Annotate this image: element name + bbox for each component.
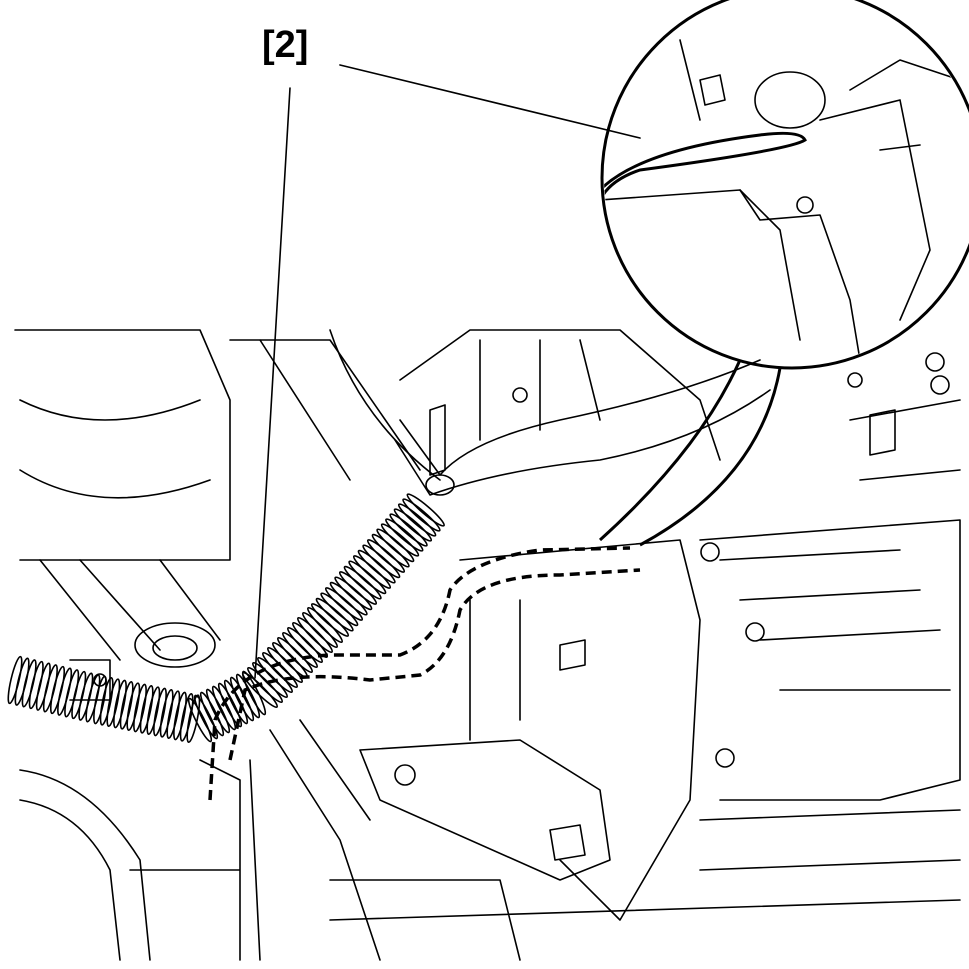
conduit-rib bbox=[241, 670, 267, 716]
conduit-rib bbox=[301, 611, 339, 649]
conduit-rib bbox=[281, 631, 319, 669]
conduit-rib bbox=[113, 679, 127, 729]
conduit-rib bbox=[362, 544, 401, 579]
conduit-rib bbox=[380, 523, 420, 557]
conduit-rib bbox=[402, 498, 441, 532]
conduit-rib bbox=[334, 576, 373, 611]
conduit-rib bbox=[246, 666, 284, 704]
conduit-rib bbox=[99, 676, 114, 726]
conduit-rib bbox=[385, 518, 424, 552]
conduit-rib bbox=[320, 592, 359, 627]
conduit-rib bbox=[166, 690, 181, 740]
conduit-rib bbox=[393, 508, 433, 542]
conduit-rib bbox=[106, 678, 121, 728]
conduit-rib bbox=[286, 626, 324, 664]
conduit-rib bbox=[296, 616, 334, 654]
conduit-rib bbox=[357, 549, 396, 584]
conduit-rib bbox=[371, 533, 410, 568]
conduit-rib bbox=[329, 581, 368, 616]
detail-magnifier bbox=[598, 0, 969, 547]
conduit-rib bbox=[389, 513, 428, 547]
conduit-rib bbox=[291, 621, 329, 659]
conduit-rib bbox=[179, 692, 194, 742]
conduit-rib bbox=[205, 688, 231, 734]
conduit-rib bbox=[159, 688, 174, 738]
callout-leaders bbox=[254, 64, 641, 679]
conduit-rib bbox=[153, 687, 167, 737]
conduit-rib bbox=[139, 684, 154, 734]
conduit-rib bbox=[256, 656, 294, 694]
conduit-rib bbox=[310, 603, 350, 637]
hidden-harness-route bbox=[208, 546, 641, 801]
conduit-rib bbox=[126, 682, 141, 732]
conduit-rib bbox=[343, 565, 382, 600]
conduit-rib bbox=[223, 679, 249, 725]
conduit-rib bbox=[235, 673, 261, 719]
conduit-rib bbox=[306, 606, 344, 644]
corrugated-harness-conduit bbox=[7, 493, 445, 744]
callout-label-2: [2] bbox=[262, 24, 309, 66]
conduit-rib bbox=[324, 587, 364, 621]
conduit-rib bbox=[338, 571, 378, 605]
conduit-rib bbox=[348, 560, 387, 595]
conduit-rib bbox=[376, 528, 415, 563]
conduit-rib bbox=[217, 682, 243, 728]
conduit-rib bbox=[261, 651, 299, 689]
conduit-rib bbox=[146, 686, 161, 736]
coolant-pipe bbox=[394, 359, 771, 496]
conduit-rib bbox=[229, 676, 255, 722]
conduit-rib bbox=[199, 691, 225, 737]
conduit-rib bbox=[366, 539, 406, 573]
conduit-rib bbox=[397, 503, 437, 537]
conduit-rib bbox=[173, 691, 187, 741]
conduit-rib bbox=[211, 685, 237, 731]
conduit-rib bbox=[276, 636, 314, 674]
conduit-rib bbox=[406, 493, 445, 527]
conduit-rib bbox=[315, 597, 354, 632]
conduit-rib bbox=[241, 671, 279, 709]
conduit-rib bbox=[93, 675, 107, 725]
conduit-rib bbox=[251, 661, 289, 699]
engine-block-lines bbox=[14, 329, 961, 961]
conduit-rib bbox=[133, 683, 147, 733]
conduit-rib bbox=[186, 694, 201, 744]
conduit-rib bbox=[119, 680, 134, 730]
conduit-rib bbox=[352, 555, 392, 589]
conduit-rib bbox=[187, 697, 213, 743]
conduit-rib bbox=[193, 694, 219, 740]
